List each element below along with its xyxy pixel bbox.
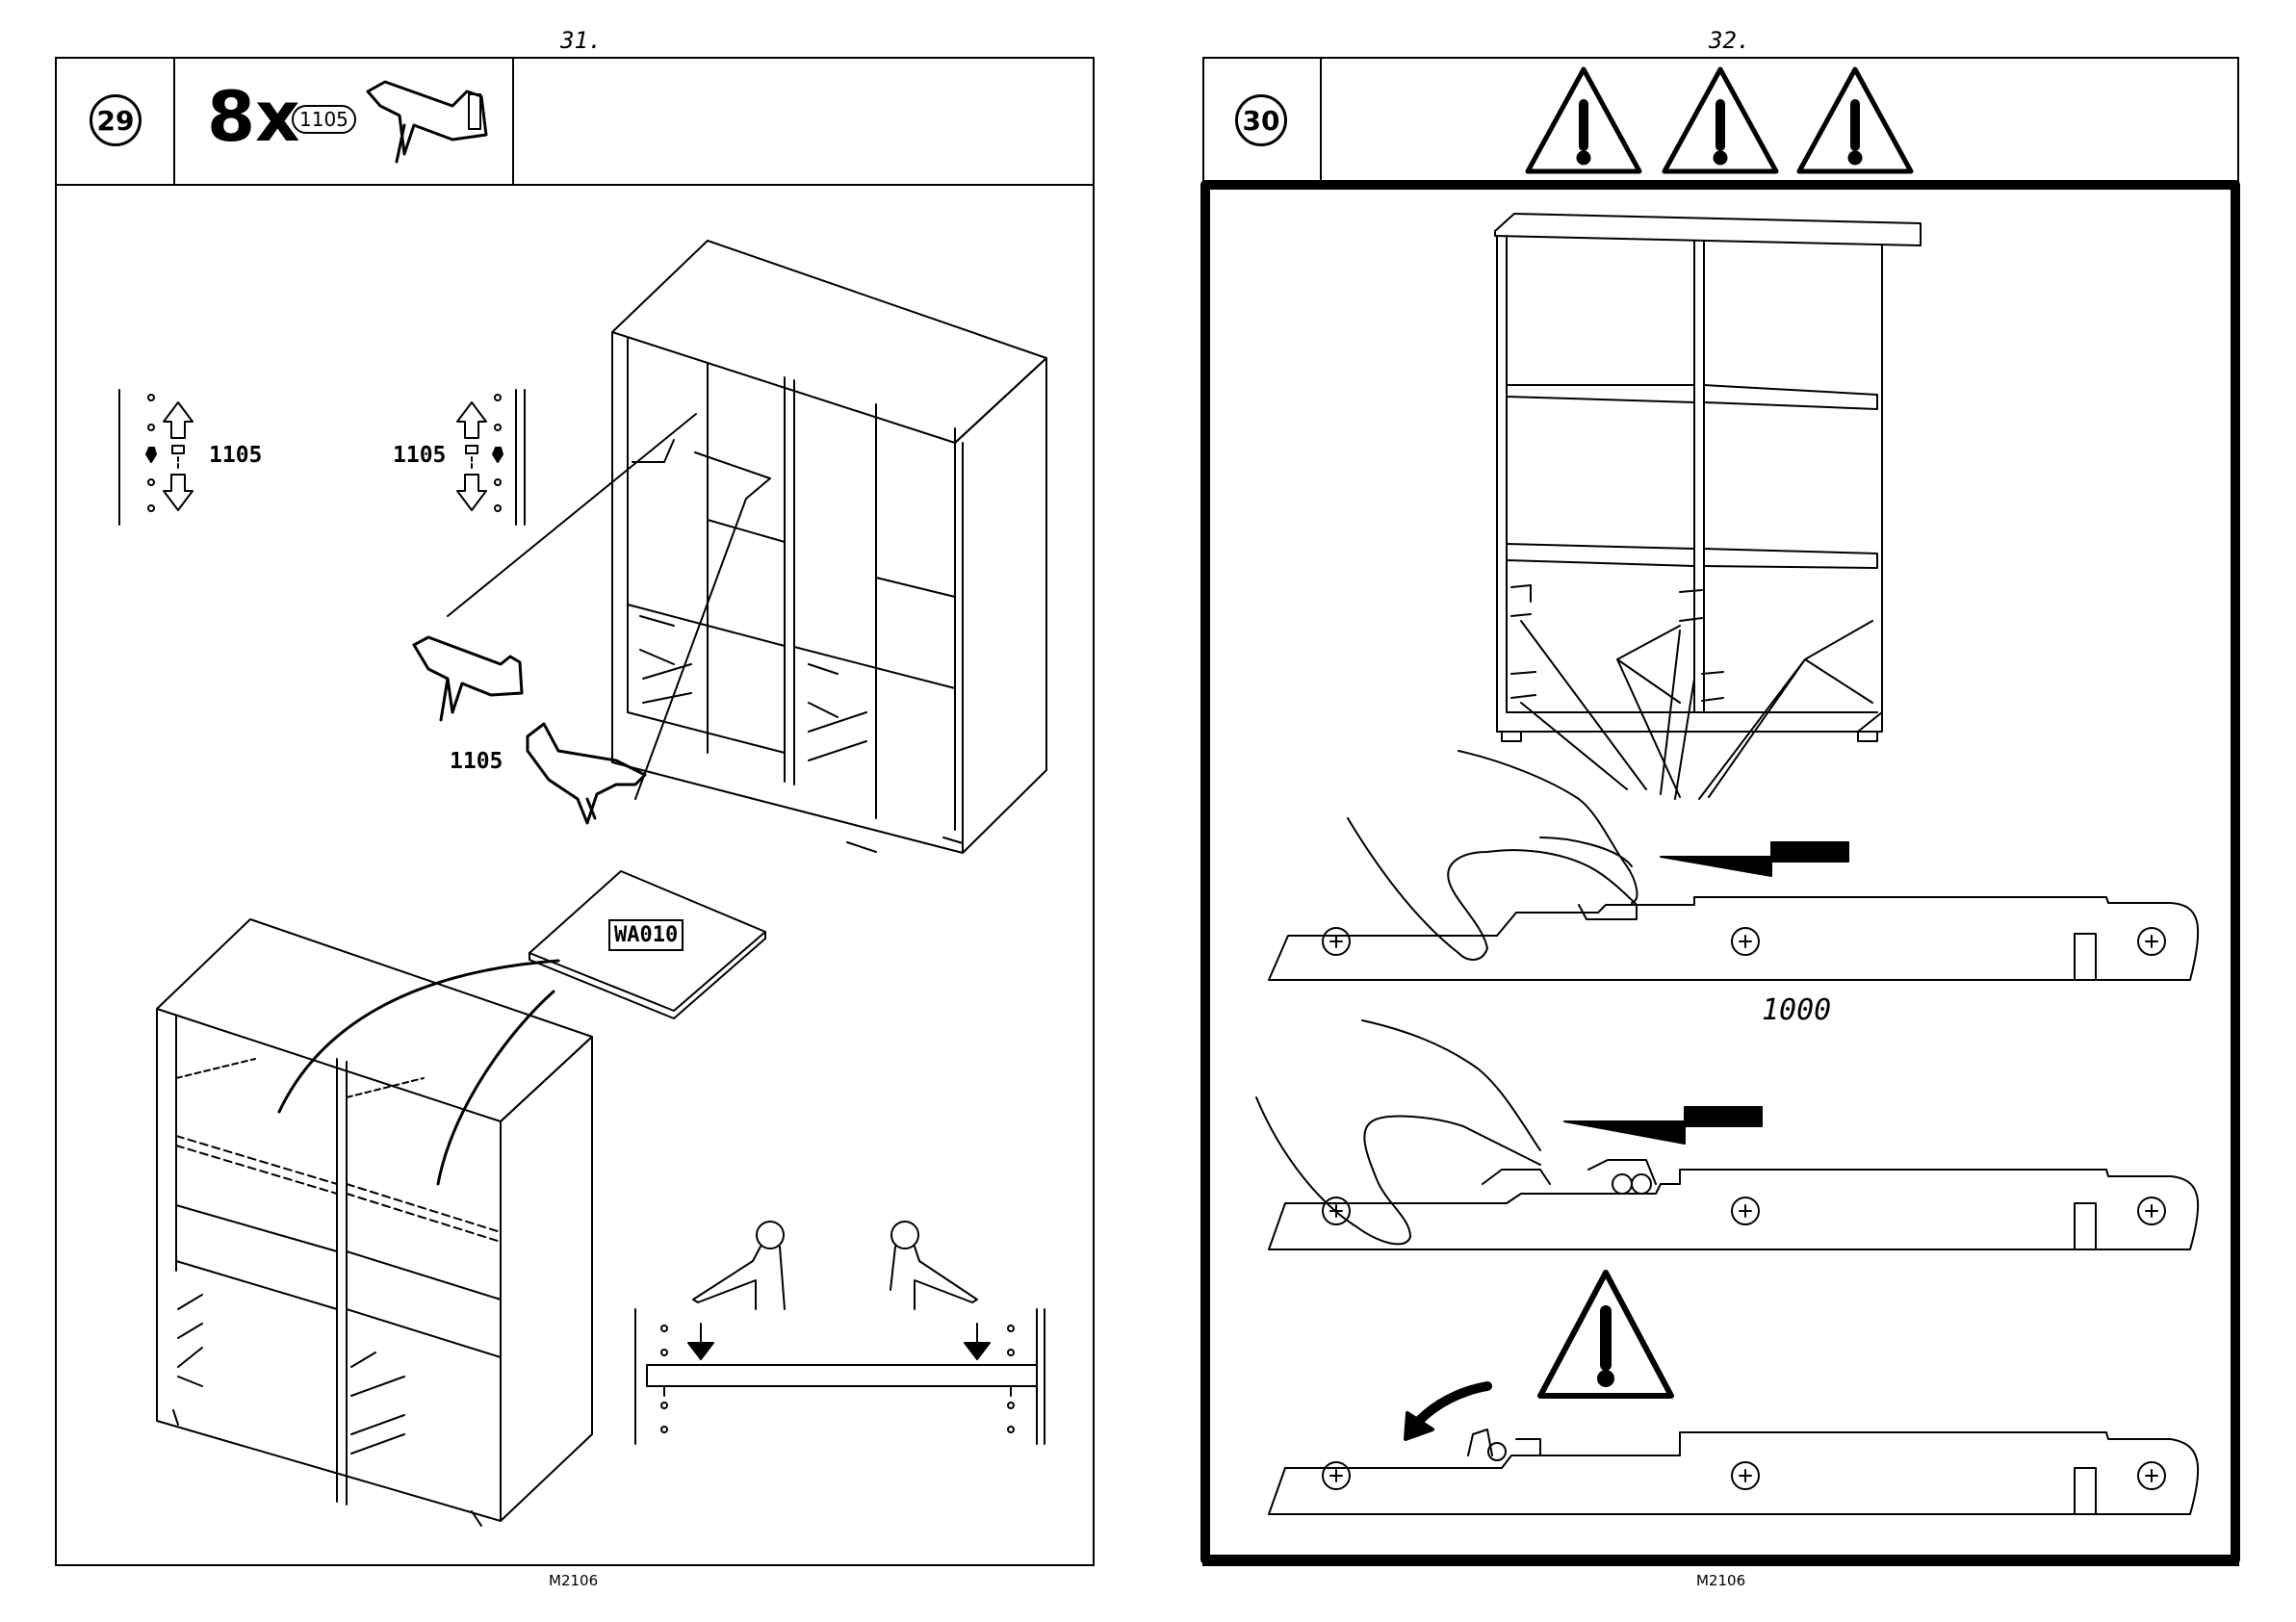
bracket-label: 1105 — [450, 749, 503, 774]
rail-length-label: 1000 — [1762, 993, 1831, 1027]
hint-label-left: 1105 — [209, 443, 262, 468]
step-number-30: 30 — [1235, 94, 1287, 146]
footer-code-left: M2106 — [549, 1572, 598, 1589]
hint-label-right: 1105 — [393, 443, 446, 468]
step-29-panel — [55, 57, 1095, 1566]
quantity-label: 8x — [207, 82, 300, 151]
step-number-29: 29 — [90, 94, 142, 146]
part-code-badge: 1105 — [292, 105, 356, 134]
step-30-panel — [1202, 57, 2239, 1566]
footer-code-right: M2106 — [1696, 1572, 1745, 1589]
shelf-label: WA010 — [608, 919, 684, 951]
